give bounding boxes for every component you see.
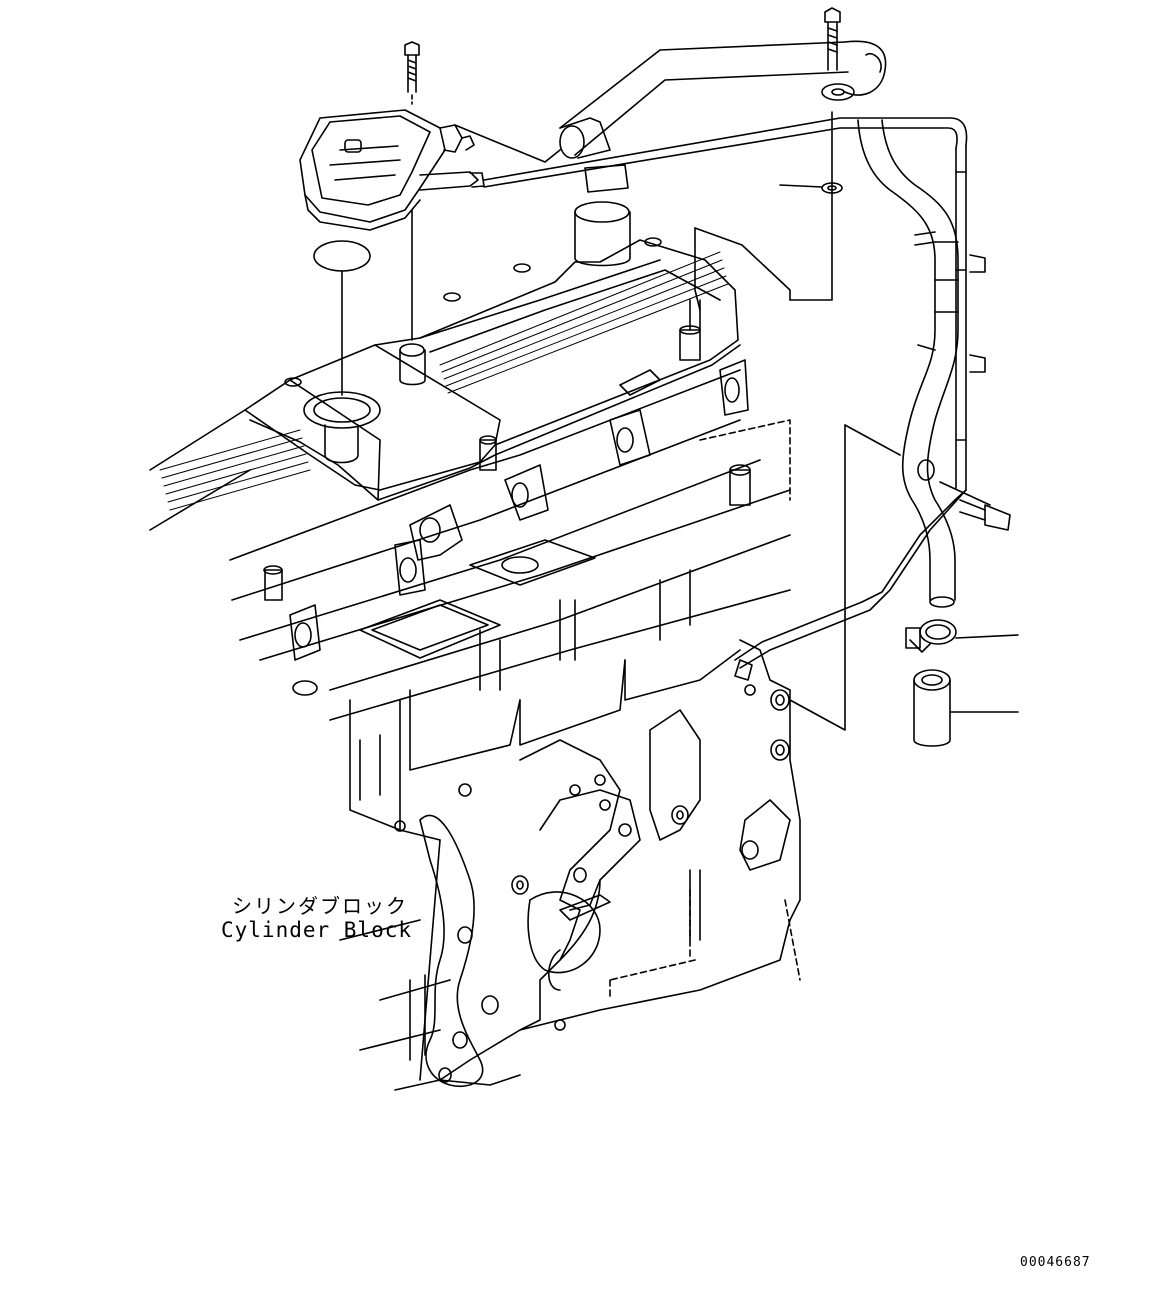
part-label-japanese: シリンダブロック — [232, 894, 408, 918]
leader-bracket — [695, 228, 900, 730]
figure-number: 00046687 — [1020, 1255, 1091, 1270]
port-flanges — [290, 360, 748, 660]
cylinder-block — [340, 420, 800, 1090]
vent-pipe-right — [955, 145, 966, 500]
hose-bracket-bolt — [790, 8, 854, 300]
breather-bolt — [405, 42, 419, 104]
breather-tube — [484, 118, 967, 192]
gasket-ring — [314, 241, 370, 271]
washer — [780, 183, 842, 193]
breather-hose — [455, 41, 886, 162]
part-label-english: Cylinder Block — [221, 918, 413, 942]
breather-separator-unit — [300, 110, 484, 230]
tube-clamp-bolt — [918, 460, 1010, 530]
hose-clamp — [906, 620, 1018, 652]
cylinder-head-edges — [150, 370, 790, 720]
valve-cover — [245, 202, 740, 500]
manifold-gasket — [293, 540, 595, 695]
hose-piece — [914, 670, 1018, 746]
head-studs — [264, 238, 750, 600]
cover-ribs — [160, 252, 728, 510]
rubber-hose — [858, 120, 985, 607]
drain-tube — [735, 490, 966, 680]
